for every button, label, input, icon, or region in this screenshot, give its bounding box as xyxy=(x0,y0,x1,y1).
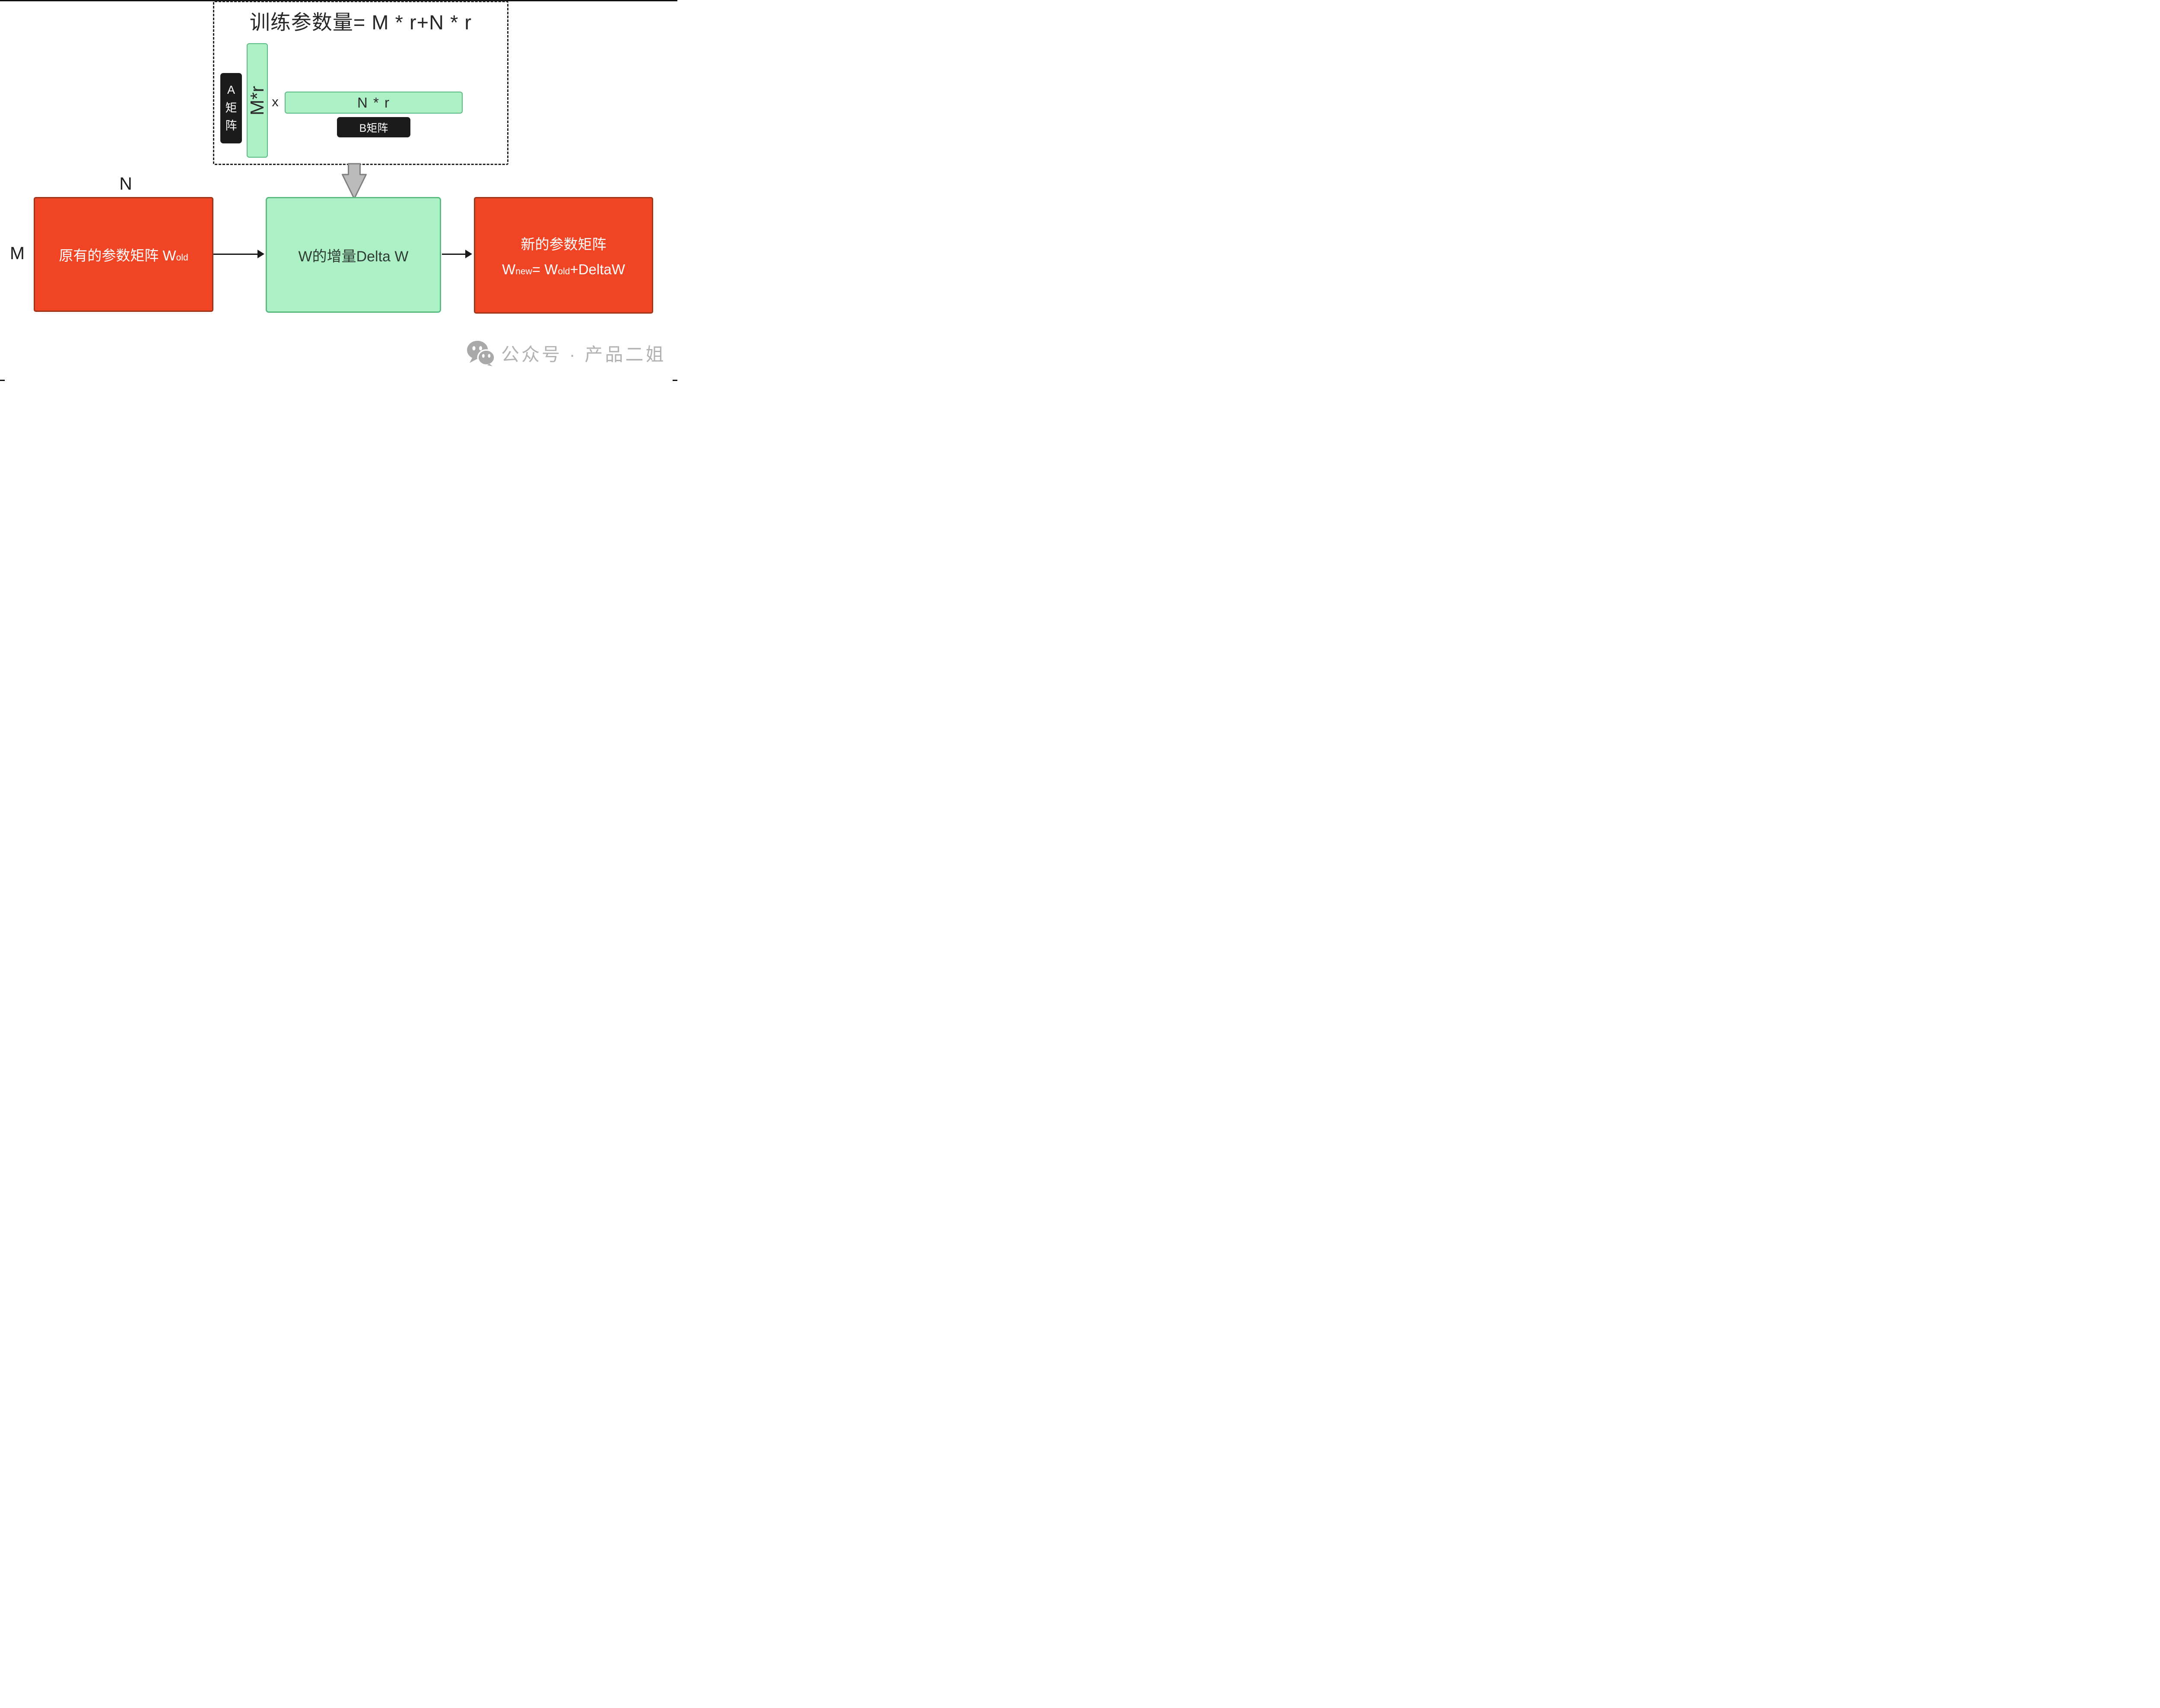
delta-matrix-box: W的增量Delta W xyxy=(266,197,441,313)
old-matrix-subscript: old xyxy=(176,253,188,263)
wechat-icon xyxy=(467,340,495,366)
new-matrix-formula: Wnew= Wold+DeltaW xyxy=(502,261,625,278)
watermark: 公众号 · 产品二姐 xyxy=(467,340,666,366)
new-matrix-box: 新的参数矩阵 Wnew= Wold+DeltaW xyxy=(474,197,653,314)
formula-plus-delta: +DeltaW xyxy=(570,261,625,277)
training-params-panel: 训练参数量= M * r+N * r A 矩 阵 M*r x N * r B矩阵 xyxy=(213,1,508,165)
formula-old-subscript: old xyxy=(558,267,570,276)
arrow-old-to-delta xyxy=(213,254,258,255)
new-matrix-title: 新的参数矩阵 xyxy=(521,236,607,252)
b-matrix-bar: N * r xyxy=(285,92,463,114)
a-matrix-char: A xyxy=(227,83,235,96)
arrow-delta-to-new xyxy=(442,254,466,255)
b-matrix-label: B矩阵 xyxy=(359,122,388,134)
panel-title: 训练参数量= M * r+N * r xyxy=(249,11,472,34)
top-edge-line xyxy=(0,0,677,1)
formula-w: W xyxy=(502,261,516,277)
arrow-old-to-delta-head xyxy=(257,250,264,258)
formula-equals-w: = W xyxy=(532,261,558,277)
a-matrix-char: 阵 xyxy=(225,119,237,133)
arrow-delta-to-new-head xyxy=(465,250,472,258)
a-matrix-label-box: A 矩 阵 xyxy=(220,73,242,143)
col-dim-label: N xyxy=(119,174,132,194)
old-matrix-box: 原有的参数矩阵 Wold xyxy=(34,197,213,312)
b-matrix-size-label: N * r xyxy=(357,94,390,111)
b-matrix-label-box: B矩阵 xyxy=(337,117,410,137)
bottom-right-edge-mark xyxy=(673,380,677,381)
multiply-symbol: x xyxy=(272,94,279,109)
old-matrix-main-text: 原有的参数矩阵 W xyxy=(59,248,176,264)
bottom-left-edge-mark xyxy=(0,380,5,381)
row-dim-label: M xyxy=(10,243,25,263)
old-matrix-label: 原有的参数矩阵 Wold xyxy=(59,244,188,265)
a-matrix-bar: M*r xyxy=(247,43,268,158)
a-matrix-char: 矩 xyxy=(225,101,237,114)
formula-new-subscript: new xyxy=(515,267,532,276)
a-matrix-size-label: M*r xyxy=(246,86,268,115)
down-arrow-icon xyxy=(342,163,367,200)
lora-diagram: 训练参数量= M * r+N * r A 矩 阵 M*r x N * r B矩阵… xyxy=(0,0,677,381)
watermark-text: 公众号 · 产品二姐 xyxy=(501,344,666,365)
delta-matrix-label: W的增量Delta W xyxy=(298,248,409,265)
